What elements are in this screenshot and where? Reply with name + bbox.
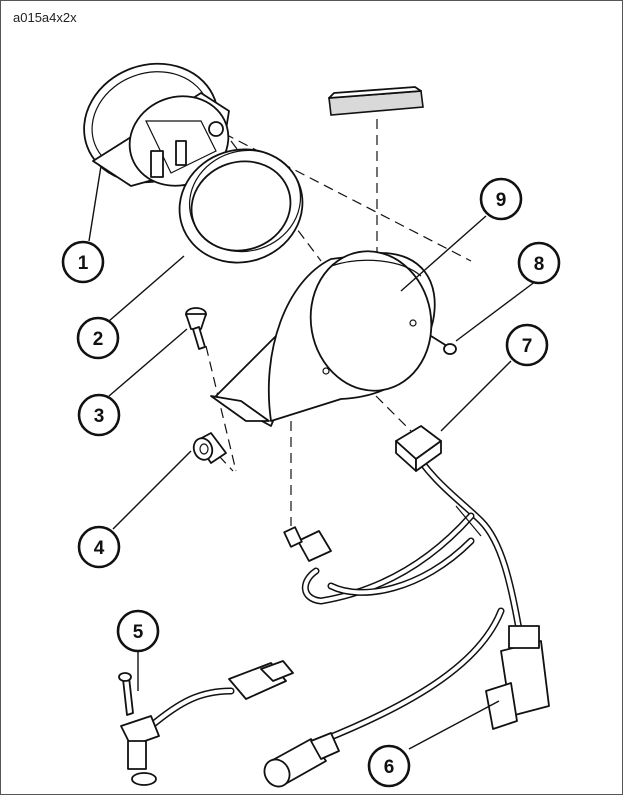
callout-9: 9 <box>479 177 523 221</box>
callout-label-4: 4 <box>94 538 105 559</box>
leader-3 <box>108 328 188 397</box>
callout-3: 3 <box>77 393 121 437</box>
leader-1 <box>88 165 102 242</box>
callout-8: 8 <box>517 241 561 285</box>
callout-label-3: 3 <box>94 406 105 427</box>
main-connector <box>485 625 550 730</box>
figure-id: a015a4x2x <box>13 10 77 25</box>
assembly-line-screw <box>205 345 237 472</box>
callout-4: 4 <box>77 525 121 569</box>
callout-7: 7 <box>505 323 549 367</box>
rubber-pad <box>328 86 424 116</box>
callout-label-1: 1 <box>78 253 89 274</box>
gauge-ring <box>178 148 304 264</box>
callout-2: 2 <box>76 316 120 360</box>
assembly-line-gauge <box>195 118 472 262</box>
leader-lines <box>88 165 537 750</box>
wire-harness <box>301 442 525 745</box>
callout-1: 1 <box>61 240 105 284</box>
bulb-socket <box>283 526 332 562</box>
callout-6: 6 <box>367 744 411 788</box>
assembly-line-grommet <box>218 455 234 472</box>
leader-9 <box>400 215 487 292</box>
leader-8 <box>455 280 537 342</box>
callout-5: 5 <box>116 609 160 653</box>
leader-7 <box>440 360 512 432</box>
gauge-housing <box>210 250 436 427</box>
callout-label-5: 5 <box>133 622 144 643</box>
leader-2 <box>108 255 185 322</box>
callout-label-6: 6 <box>384 757 395 778</box>
housing-screw <box>430 335 457 355</box>
callout-label-9: 9 <box>496 190 507 211</box>
callout-label-7: 7 <box>522 336 533 357</box>
leader-4 <box>112 450 192 530</box>
harness-connector <box>395 425 442 472</box>
callout-label-8: 8 <box>534 254 545 275</box>
leader-6 <box>408 700 500 750</box>
mounting-screw <box>185 307 207 350</box>
sensor-harness-connector <box>263 732 340 788</box>
callout-label-2: 2 <box>93 329 104 350</box>
assembly-line-connector <box>375 395 412 432</box>
speed-sensor <box>118 660 294 786</box>
grommet <box>192 432 227 464</box>
